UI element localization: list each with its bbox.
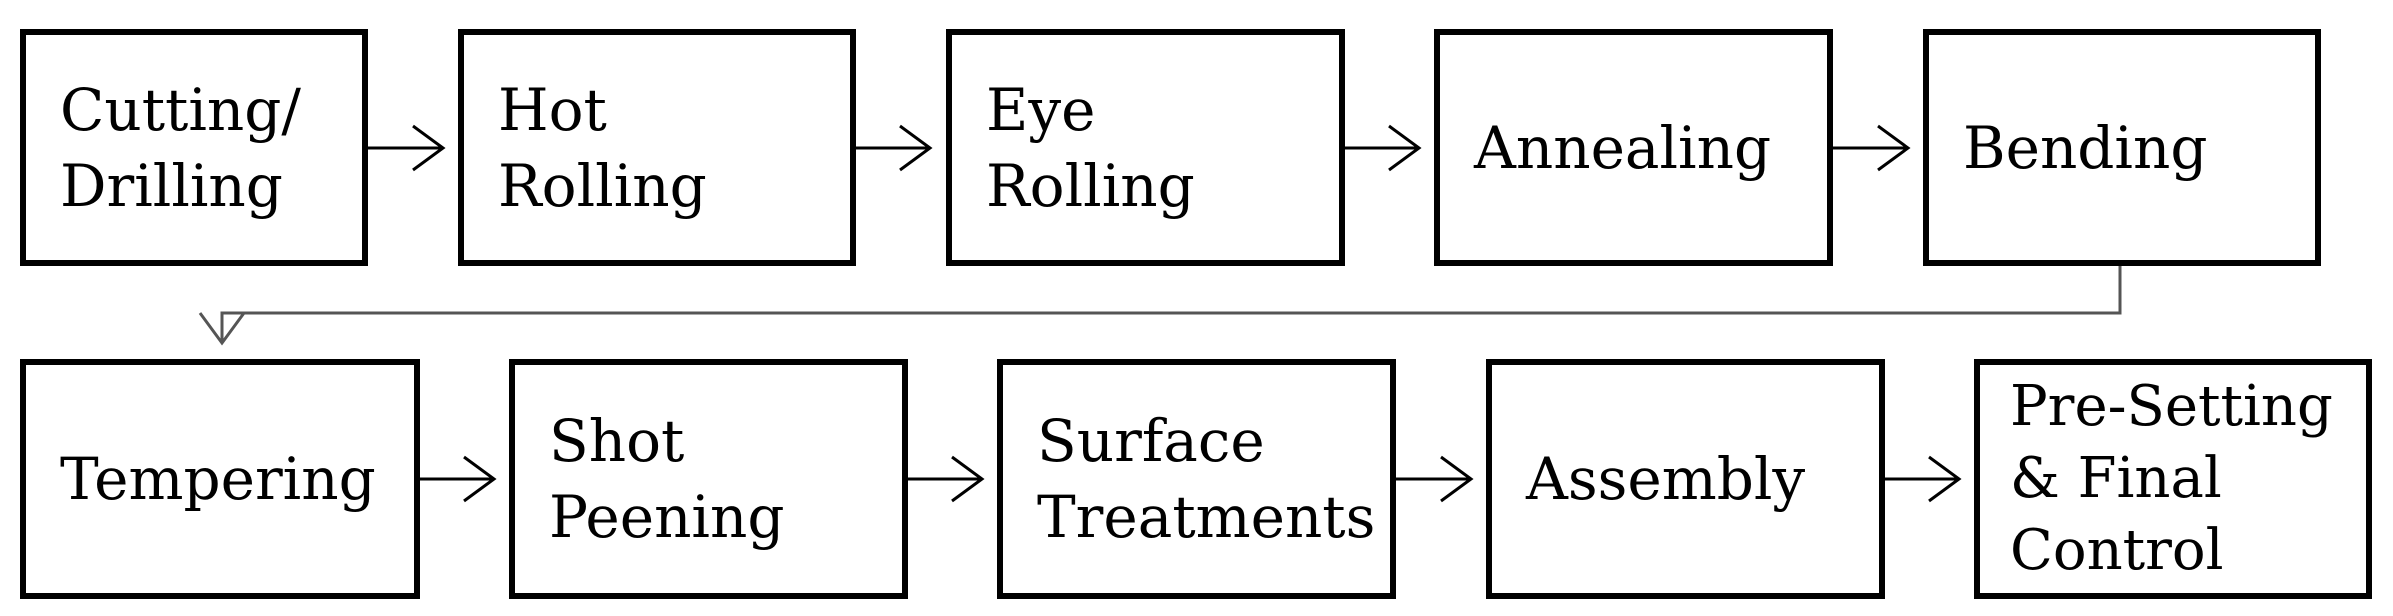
arrow-shot-peening-to-surface-treatments — [908, 455, 985, 503]
arrow-annealing-to-bending — [1833, 124, 1911, 172]
arrow-eye-rolling-to-annealing — [1345, 124, 1422, 172]
step-label: Tempering — [60, 445, 376, 513]
step-surface-treatments: Surface Treatments — [997, 359, 1396, 599]
arrow-cutting-to-hot-rolling — [368, 124, 446, 172]
step-label: Eye Rolling — [986, 75, 1195, 220]
step-label: Cutting/ Drilling — [60, 75, 301, 220]
arrow-tempering-to-shot-peening — [420, 455, 497, 503]
step-bending: Bending — [1923, 29, 2321, 266]
step-label: Annealing — [1474, 113, 1772, 182]
arrow-assembly-to-pre-setting — [1885, 455, 1962, 503]
step-label: Pre-Setting & Final Control — [2010, 374, 2333, 583]
step-hot-rolling: Hot Rolling — [458, 29, 856, 266]
step-annealing: Annealing — [1434, 29, 1833, 266]
step-assembly: Assembly — [1486, 359, 1885, 599]
step-pre-setting-final-control: Pre-Setting & Final Control — [1974, 359, 2372, 599]
step-label: Shot Peening — [549, 407, 785, 551]
step-shot-peening: Shot Peening — [509, 359, 908, 599]
arrow-surface-treatments-to-assembly — [1396, 455, 1474, 503]
step-label: Bending — [1963, 113, 2208, 182]
connector-bending-to-tempering — [198, 266, 2122, 346]
step-label: Assembly — [1526, 445, 1806, 513]
step-label: Surface Treatments — [1037, 407, 1376, 551]
arrow-hot-rolling-to-eye-rolling — [856, 124, 933, 172]
step-cutting-drilling: Cutting/ Drilling — [20, 29, 368, 266]
step-eye-rolling: Eye Rolling — [946, 29, 1345, 266]
step-label: Hot Rolling — [498, 75, 707, 220]
step-tempering: Tempering — [20, 359, 420, 599]
